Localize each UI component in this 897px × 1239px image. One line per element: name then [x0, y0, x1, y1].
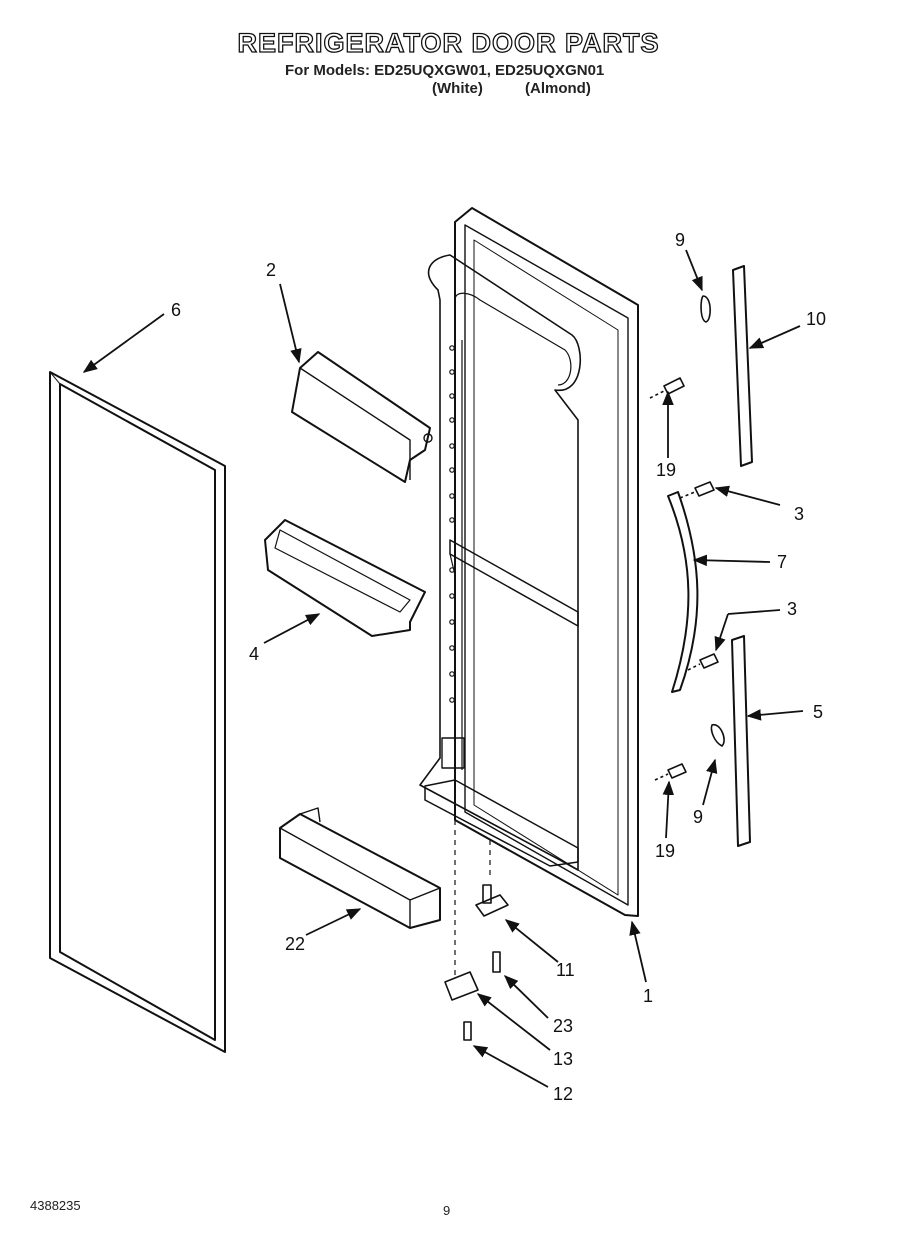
callout-9-lower: 9	[693, 807, 703, 827]
callout-1: 1	[643, 986, 653, 1006]
callout-13: 13	[553, 1049, 573, 1069]
hinge-pin-part	[475, 884, 509, 917]
callout-9-upper: 9	[675, 230, 685, 250]
callout-22: 22	[285, 934, 305, 954]
callout-12: 12	[553, 1084, 573, 1104]
callout-23: 23	[553, 1016, 573, 1036]
callout-5: 5	[813, 702, 823, 722]
door-gasket-part	[49, 371, 226, 1053]
callout-4: 4	[249, 644, 259, 664]
models-line: For Models: ED25UQXGW01, ED25UQXGN01	[285, 62, 605, 79]
lower-screw-part	[654, 763, 687, 781]
callout-3-lower: 3	[787, 599, 797, 619]
page-title: REFRIGERATOR DOOR PARTS	[237, 27, 660, 58]
callout-6: 6	[171, 300, 181, 320]
lower-handle-screw-part	[687, 653, 719, 671]
upper-screw-part	[649, 377, 685, 399]
callout-10: 10	[806, 309, 826, 329]
lower-handle-trim-part	[731, 635, 751, 847]
callout-19-upper: 19	[656, 460, 676, 480]
callout-7: 7	[777, 552, 787, 572]
upper-handle-screw-part	[679, 481, 715, 499]
hinge-bracket-part	[444, 971, 479, 1001]
bracket-screw-part	[463, 1021, 472, 1041]
callout-19-lower: 19	[655, 841, 675, 861]
upper-clip-part	[700, 295, 711, 323]
lower-clip-part	[710, 723, 725, 747]
page-number: 9	[443, 1203, 451, 1218]
color-almond-label: (Almond)	[525, 80, 591, 97]
door-liner-part	[419, 207, 639, 917]
callout-2: 2	[266, 260, 276, 280]
upper-handle-trim-part	[732, 265, 753, 467]
hinge-screw-part	[492, 951, 501, 973]
document-number: 4388235	[30, 1198, 81, 1213]
callout-11: 11	[556, 960, 575, 980]
color-white-label: (White)	[432, 80, 483, 97]
dairy-door-part	[291, 351, 433, 483]
bottom-bin-part	[279, 807, 441, 929]
door-bin-part	[264, 519, 426, 637]
callout-3-upper: 3	[794, 504, 804, 524]
door-handle-part	[667, 491, 699, 693]
